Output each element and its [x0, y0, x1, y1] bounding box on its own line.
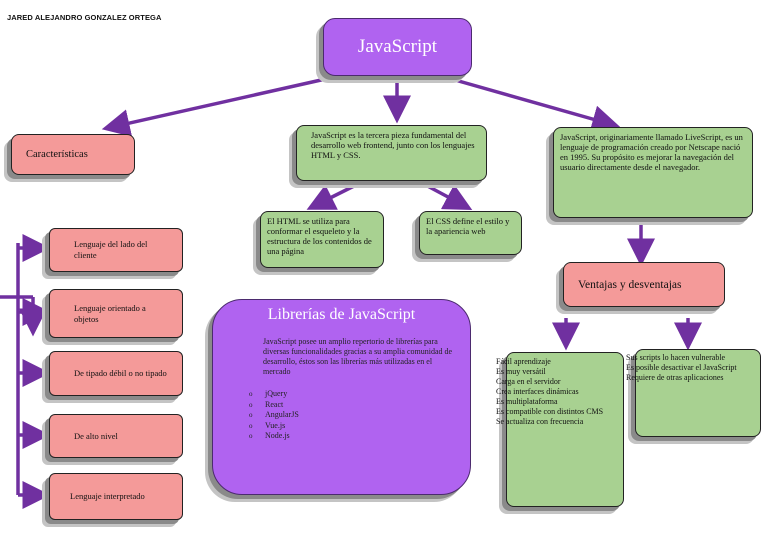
libraries-title: Librerías de JavaScript	[267, 306, 416, 323]
ventaja-item: Es compatible con distintos CMS	[496, 407, 604, 416]
library-item: AngularJS	[249, 410, 299, 421]
arrow-title-to-caracteristicas	[101, 76, 331, 137]
desventajas-list: Sus scripts lo hacen vulnerable Es posib…	[626, 353, 737, 383]
css-node: El CSS define el estilo y la apariencia …	[419, 211, 522, 255]
feature-node: Lenguaje del lado del cliente	[49, 228, 183, 272]
ventaja-item: Crea interfaces dinámicas	[496, 387, 579, 396]
library-item: Vue.js	[249, 421, 299, 432]
desventaja-item: Sus scripts lo hacen vulnerable	[626, 353, 726, 362]
ventaja-item: Carga en el servidor	[496, 377, 561, 386]
ventajas-list-node	[506, 352, 624, 507]
ventajas-list: Fácil aprendizaje Es muy versátil Carga …	[496, 357, 603, 427]
arrow-center-to-html	[306, 180, 363, 210]
desventaja-item: Es posible desactivar el JavaScript	[626, 363, 737, 372]
ventaja-item: Se actualiza con frecuencia	[496, 417, 584, 426]
libraries-description: JavaScript posee un amplio repertorio de…	[263, 337, 453, 376]
author-name: JARED ALEJANDRO GONZALEZ ORTEGA	[7, 13, 162, 22]
center-description-node: JavaScript es la tercera pieza fundament…	[296, 125, 487, 181]
desventaja-item: Requiere de otras aplicaciones	[626, 373, 724, 382]
library-item: React	[249, 400, 299, 411]
ventaja-item: Es muy versátil	[496, 367, 546, 376]
html-node: El HTML se utiliza para conformar el esq…	[260, 211, 384, 268]
feature-node: Lenguaje interpretado	[49, 473, 183, 520]
right-description-node: JavaScript, originariamente llamado Live…	[553, 127, 753, 218]
caracteristicas-node: Características	[11, 134, 135, 175]
libraries-node: Librerías de JavaScript JavaScript posee…	[212, 299, 471, 495]
feature-node: Lenguaje orientado a objetos	[49, 289, 183, 338]
title-node: JavaScript	[323, 18, 472, 76]
feature-node: De tipado débil o no tipado	[49, 351, 183, 396]
ventajas-node: Ventajas y desventajas	[563, 262, 725, 307]
library-item: jQuery	[249, 389, 299, 400]
ventaja-item: Fácil aprendizaje	[496, 357, 551, 366]
feature-node: De alto nivel	[49, 414, 183, 458]
desventajas-list-node	[635, 349, 761, 437]
library-item: Node.js	[249, 431, 299, 442]
libraries-list: jQuery React AngularJS Vue.js Node.js	[235, 389, 299, 442]
arrow-center-to-css	[419, 180, 473, 210]
arrow-title-to-right	[447, 76, 621, 133]
ventaja-item: Es multiplataforma	[496, 397, 558, 406]
